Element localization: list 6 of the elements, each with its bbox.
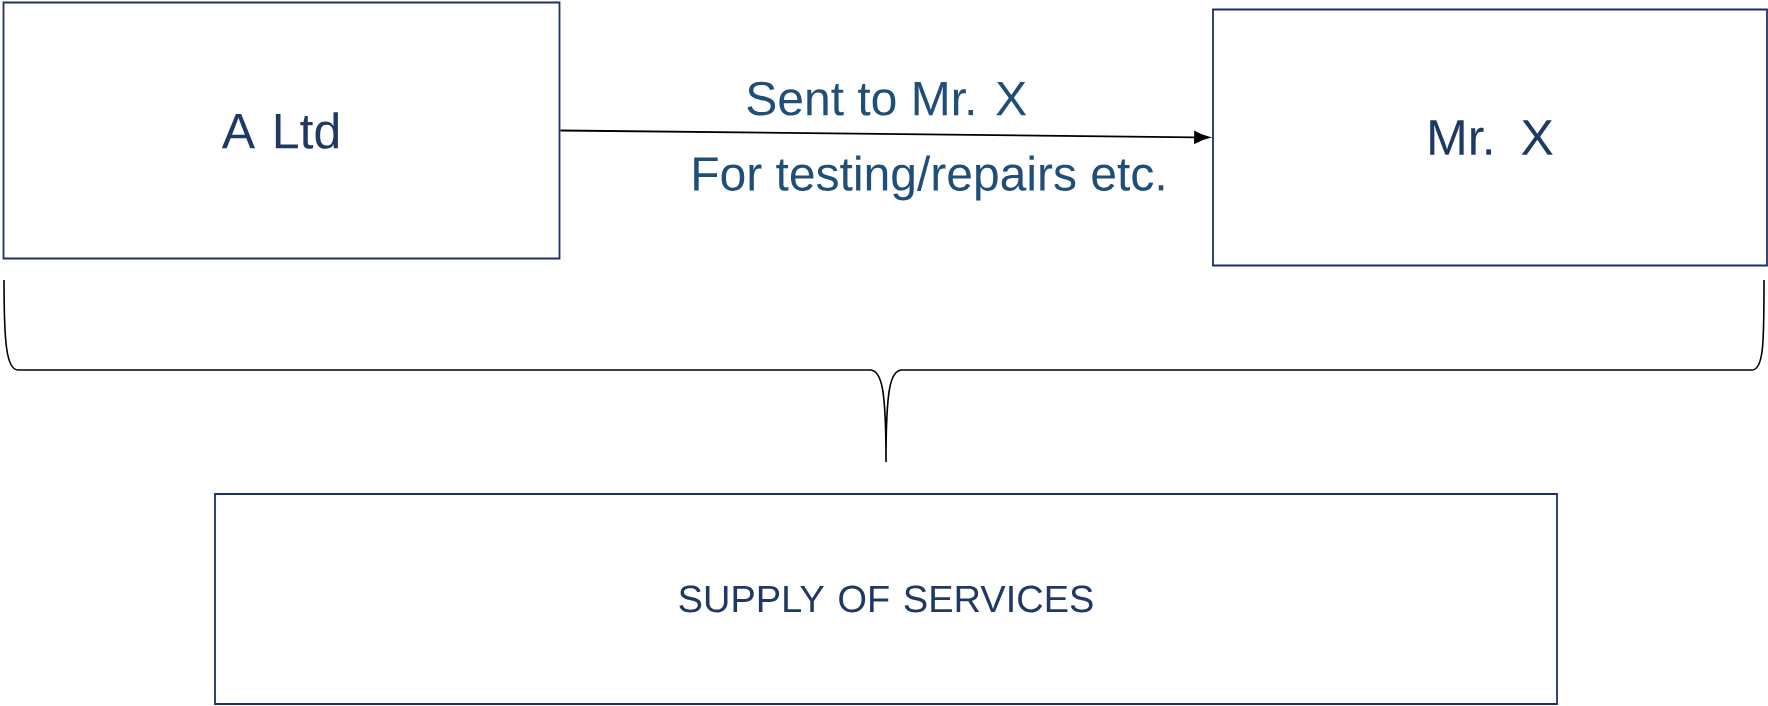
process-box: Mr. X (1212, 8, 1768, 267)
process-box: A Ltd (2, 1, 561, 260)
note-text: For testing/repairs etc. (694, 155, 1164, 201)
edge-label: Sent to Mr. X (743, 79, 1030, 118)
process-box: SUPPLY OF SERVICES (214, 493, 1558, 705)
arrow (559, 129, 1210, 144)
